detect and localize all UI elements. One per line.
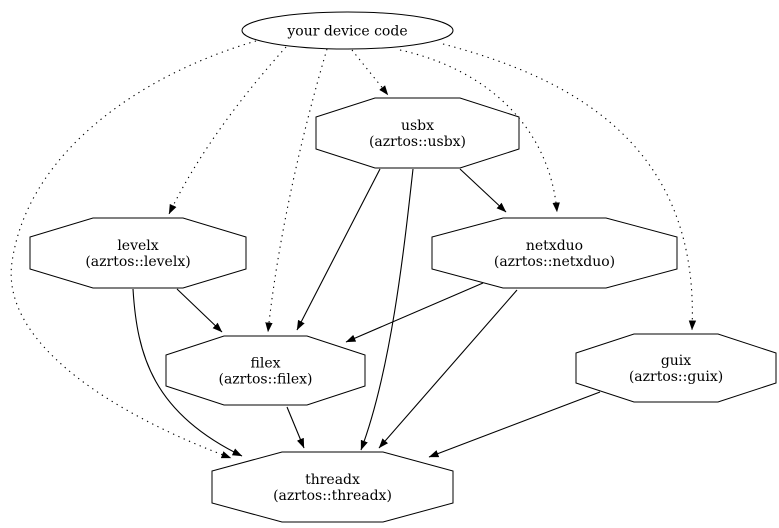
node-device-shape bbox=[241, 11, 454, 50]
node-guix-shape bbox=[575, 333, 777, 403]
node-threadx-label-line-1: threadx bbox=[305, 472, 360, 488]
edge-levelx-filex bbox=[176, 288, 223, 333]
edge-levelx-threadx bbox=[132, 288, 243, 457]
node-usbx-label-line-2: (azrtos::usbx) bbox=[369, 134, 466, 150]
node-netxduo: netxduo(azrtos::netxduo) bbox=[431, 217, 678, 289]
node-guix-label-line-1: guix bbox=[661, 353, 691, 369]
node-threadx-shape bbox=[211, 451, 454, 523]
node-netxduo-shape bbox=[431, 217, 678, 289]
node-levelx-label-line-2: (azrtos::levelx) bbox=[85, 254, 190, 270]
edge-device-usbx bbox=[351, 49, 389, 96]
nodes-layer: your device codeusbx(azrtos::usbx)levelx… bbox=[29, 11, 777, 523]
node-device-label-line-1: your device code bbox=[286, 24, 407, 40]
node-usbx-shape bbox=[315, 97, 520, 169]
edge-usbx-threadx bbox=[360, 168, 414, 451]
node-guix-label-line-2: (azrtos::guix) bbox=[629, 369, 723, 385]
edge-usbx-filex bbox=[296, 168, 381, 331]
node-filex: filex(azrtos::filex) bbox=[165, 335, 366, 406]
node-levelx-shape bbox=[29, 217, 247, 289]
node-levelx-label-line-1: levelx bbox=[117, 238, 158, 254]
edges-layer bbox=[10, 40, 697, 459]
node-netxduo-label-line-2: (azrtos::netxduo) bbox=[494, 254, 615, 270]
node-threadx: threadx(azrtos::threadx) bbox=[211, 451, 454, 523]
node-filex-label-line-2: (azrtos::filex) bbox=[218, 372, 312, 388]
edge-usbx-netxduo bbox=[459, 168, 507, 213]
node-guix: guix(azrtos::guix) bbox=[575, 333, 777, 403]
edge-netxduo-filex bbox=[345, 282, 484, 343]
edge-filex-threadx bbox=[286, 406, 305, 449]
node-filex-label-line-1: filex bbox=[251, 356, 281, 372]
node-usbx: usbx(azrtos::usbx) bbox=[315, 97, 520, 169]
edge-guix-threadx bbox=[428, 391, 601, 458]
node-device: your device code bbox=[241, 11, 454, 50]
node-levelx: levelx(azrtos::levelx) bbox=[29, 217, 247, 289]
node-usbx-label-line-1: usbx bbox=[401, 118, 434, 134]
node-threadx-label-line-2: (azrtos::threadx) bbox=[273, 488, 392, 504]
edge-netxduo-threadx bbox=[378, 289, 518, 449]
node-netxduo-label-line-1: netxduo bbox=[526, 238, 583, 254]
node-filex-shape bbox=[165, 335, 366, 406]
edge-device-levelx bbox=[168, 46, 287, 215]
